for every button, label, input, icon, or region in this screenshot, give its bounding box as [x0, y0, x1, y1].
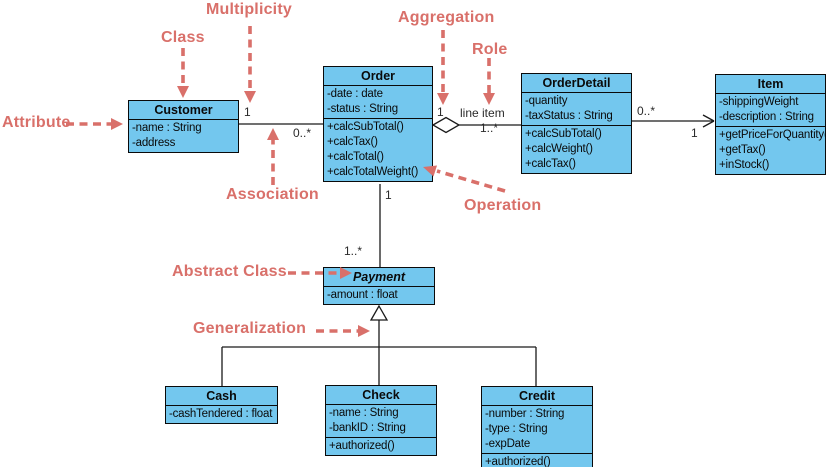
open-arrowhead-icon	[702, 120, 715, 128]
annotation-operation: Operation	[464, 197, 542, 214]
operation: +getPriceForQuantity()	[719, 129, 826, 141]
edge-label-detail-end-mult: 1..*	[480, 121, 499, 135]
attribute: -shippingWeight	[719, 96, 799, 108]
operation: +calcSubTotal()	[525, 128, 602, 140]
attributes-compartment: -quantity -taxStatus : String	[522, 93, 631, 125]
class-name: Payment	[324, 268, 434, 287]
operations-compartment: +calcSubTotal() +calcWeight() +calcTax()	[522, 125, 631, 173]
class-orderdetail[interactable]: OrderDetail -quantity -taxStatus : String +…	[521, 73, 632, 174]
operation: +calcTax()	[525, 158, 576, 170]
edge-label-payment-end-mult: 1..*	[344, 244, 363, 258]
attribute: -expDate	[485, 438, 531, 450]
attributes-compartment: -cashTendered : float	[166, 406, 277, 423]
class-name: Item	[716, 75, 825, 94]
attribute: -amount : float	[327, 289, 398, 301]
attribute: -description : String	[719, 111, 814, 123]
attribute: -date : date	[327, 88, 383, 100]
attribute: -type : String	[485, 423, 548, 435]
annotation-class: Class	[161, 29, 205, 46]
class-payment[interactable]: Payment -amount : float	[323, 267, 435, 305]
class-check[interactable]: Check -name : String -bankID : String +auth…	[325, 385, 437, 456]
operation: +calcTotal()	[327, 151, 384, 163]
open-arrowhead-icon	[702, 114, 715, 122]
attribute: -cashTendered : float	[169, 408, 273, 420]
class-order[interactable]: Order -date : date -status : String +calcSu…	[323, 66, 433, 182]
operation: +authorized()	[329, 440, 395, 452]
annotation-aggregation: Aggregation	[398, 9, 495, 26]
attribute: -address	[132, 137, 176, 149]
class-name: Cash	[166, 387, 277, 406]
edge-label-order-payment-mult: 1	[385, 188, 392, 202]
class-cash[interactable]: Cash -cashTendered : float	[165, 386, 278, 424]
attribute: -name : String	[329, 407, 399, 419]
generalization-triangle-icon	[369, 304, 389, 321]
class-name: Order	[324, 67, 432, 86]
annotation-association: Association	[226, 186, 319, 203]
attributes-compartment: -number : String -type : String -expDate	[482, 406, 592, 453]
operation: +getTax()	[719, 144, 766, 156]
edge-label-aggregate-end-mult: 1	[437, 105, 444, 119]
class-name: Credit	[482, 387, 592, 406]
operations-compartment: +calcSubTotal() +calcTax() +calcTotal() +ca…	[324, 118, 432, 181]
attribute: -number : String	[485, 408, 565, 420]
attributes-compartment: -shippingWeight -description : String	[716, 94, 825, 126]
operations-compartment: +getPriceForQuantity() +getTax() +inStock(…	[716, 126, 825, 174]
annotation-attribute: Attribute	[2, 114, 71, 131]
attribute: -status : String	[327, 103, 398, 115]
annotation-abstract-class: Abstract Class	[172, 263, 287, 280]
attributes-compartment: -date : date -status : String	[324, 86, 432, 118]
class-credit[interactable]: Credit -number : String -type : String -exp…	[481, 386, 593, 467]
class-name: Check	[326, 386, 436, 405]
annotation-role: Role	[472, 41, 508, 58]
operations-compartment: +authorized()	[482, 453, 592, 467]
class-name: OrderDetail	[522, 74, 631, 93]
operation: +calcTax()	[327, 136, 378, 148]
annotation-generalization: Generalization	[193, 320, 307, 337]
attributes-compartment: -amount : float	[324, 287, 434, 304]
annotation-multiplicity: Multiplicity	[206, 1, 292, 18]
operation: +authorized()	[485, 456, 551, 467]
operation: +inStock()	[719, 159, 770, 171]
attribute: -name : String	[132, 122, 202, 134]
edge-label-customer-end-mult: 1	[244, 105, 251, 119]
operation: +calcWeight()	[525, 143, 593, 155]
attribute: -bankID : String	[329, 422, 406, 434]
class-item[interactable]: Item -shippingWeight -description : String…	[715, 74, 826, 175]
aggregation-diamond-icon	[431, 116, 461, 134]
class-name: Customer	[129, 101, 238, 120]
edge-label-order-end-mult: 0..*	[293, 126, 312, 140]
attributes-compartment: -name : String -address	[129, 120, 238, 152]
attribute: -taxStatus : String	[525, 110, 613, 122]
attributes-compartment: -name : String -bankID : String	[326, 405, 436, 437]
operations-compartment: +authorized()	[326, 437, 436, 455]
edge-label-role-name: line item	[460, 106, 505, 120]
edge-label-orderdetail-item-mult: 0..*	[637, 104, 656, 118]
operation: +calcTotalWeight()	[327, 166, 419, 178]
edge-label-item-end-mult: 1	[691, 126, 698, 140]
class-customer[interactable]: Customer -name : String -address	[128, 100, 239, 153]
attribute: -quantity	[525, 95, 568, 107]
operation: +calcSubTotal()	[327, 121, 404, 133]
